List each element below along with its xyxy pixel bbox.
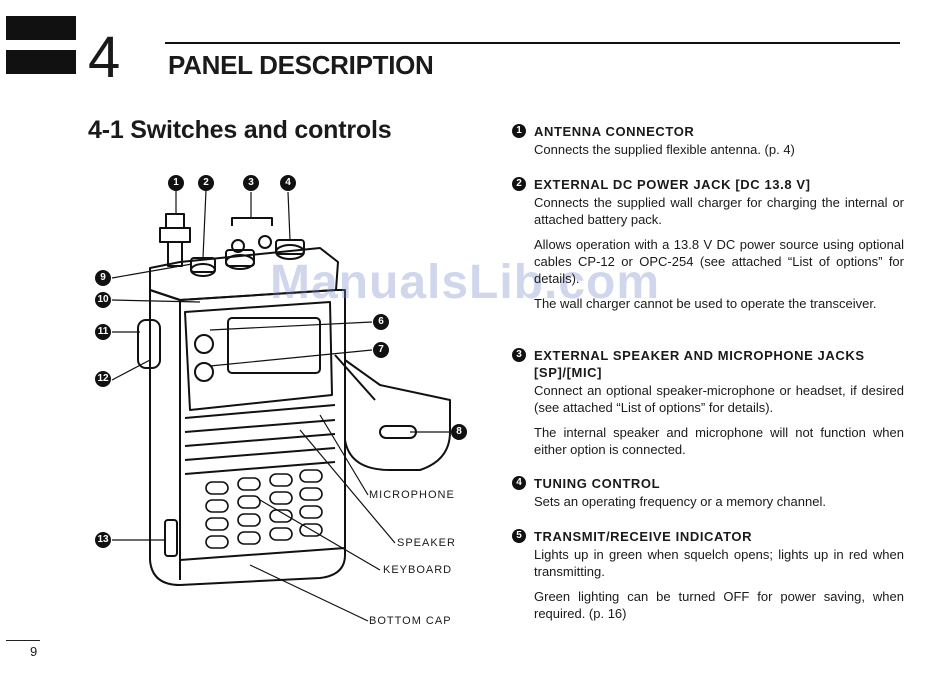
item-text: The wall charger cannot be used to opera…	[534, 296, 877, 311]
label-speaker: SPEAKER	[397, 537, 456, 549]
item-text: Allows operation with a 13.8 V DC power …	[534, 237, 904, 286]
callout-12: 12	[95, 371, 111, 387]
item-tuning-control: 4 TUNING CONTROL Sets an operating freque…	[512, 475, 904, 510]
item-number: 4	[512, 476, 526, 490]
item-speaker-mic-jacks: 3 EXTERNAL SPEAKER AND MICROPHONE JACKS […	[512, 347, 904, 458]
callout-13: 13	[95, 532, 111, 548]
chapter-title: PANEL DESCRIPTION	[168, 50, 434, 80]
item-text: Connect an optional speaker-microphone o…	[534, 383, 904, 415]
chapter-number: 4	[88, 25, 121, 90]
callout-1: 1	[168, 175, 184, 191]
item-text: Connects the supplied flexible antenna. …	[534, 142, 795, 157]
page-number: 9	[30, 644, 38, 659]
callout-10: 10	[95, 292, 111, 308]
item-text: Connects the supplied wall charger for c…	[534, 195, 904, 227]
callout-11: 11	[95, 324, 111, 340]
label-keyboard: KEYBOARD	[383, 564, 453, 576]
header-bar-top	[6, 16, 76, 40]
callout-6: 6	[373, 314, 389, 330]
callout-4: 4	[280, 175, 296, 191]
page-rule	[6, 640, 40, 641]
item-number: 1	[512, 124, 526, 138]
item-title: TUNING CONTROL	[534, 476, 661, 491]
item-number: 3	[512, 348, 526, 362]
item-number: 2	[512, 177, 526, 191]
watermark: ManualsLib.com	[270, 256, 661, 309]
item-tx-rx-indicator: 5 TRANSMIT/RECEIVE INDICATOR Lights up in…	[512, 528, 904, 622]
callout-3: 3	[243, 175, 259, 191]
item-text: Sets an operating frequency or a memory …	[534, 494, 826, 509]
item-text: Lights up in green when squelch opens; l…	[534, 547, 904, 579]
callout-8: 8	[451, 424, 467, 440]
item-title: ANTENNA CONNECTOR	[534, 124, 695, 139]
item-number: 5	[512, 529, 526, 543]
callout-2: 2	[198, 175, 214, 191]
item-title: EXTERNAL SPEAKER AND MICROPHONE JACKS [S…	[534, 348, 865, 380]
section-title: 4-1 Switches and controls	[88, 116, 392, 144]
item-title: TRANSMIT/RECEIVE INDICATOR	[534, 529, 753, 544]
callout-9: 9	[95, 270, 111, 286]
chapter-rule	[165, 42, 900, 44]
label-microphone: MICROPHONE	[369, 489, 455, 501]
item-antenna-connector: 1 ANTENNA CONNECTOR Connects the supplied…	[512, 123, 904, 158]
header-bar-bottom	[6, 50, 76, 74]
item-title: EXTERNAL DC POWER JACK [DC 13.8 V]	[534, 177, 811, 192]
label-bottom-cap: BOTTOM CAP	[369, 615, 452, 627]
callout-7: 7	[373, 342, 389, 358]
item-text: Green lighting can be turned OFF for pow…	[534, 589, 904, 621]
item-text: The internal speaker and microphone will…	[534, 425, 904, 457]
item-dc-power-jack: 2 EXTERNAL DC POWER JACK [DC 13.8 V] Conn…	[512, 176, 904, 312]
